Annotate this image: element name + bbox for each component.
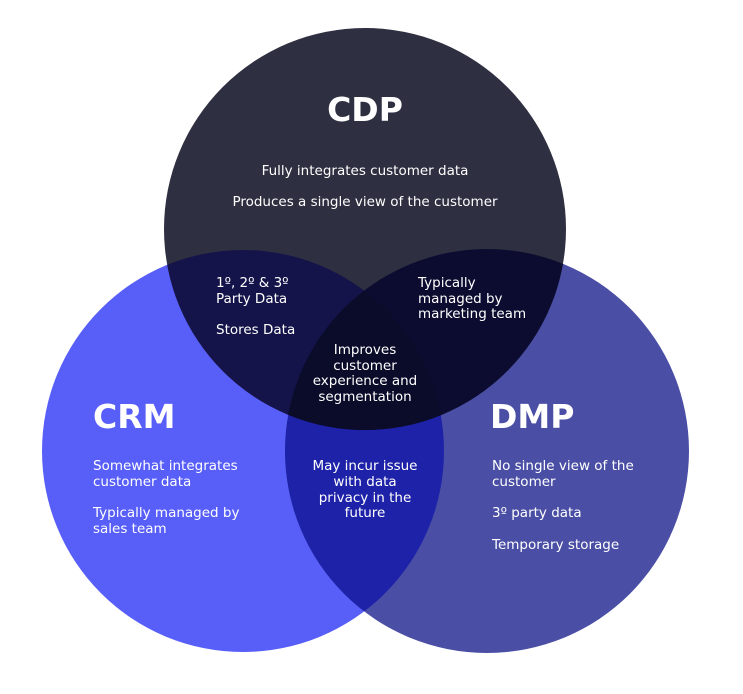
crm-line: sales team: [93, 521, 167, 537]
dmp-line: No single view of the: [492, 458, 634, 474]
cdp-title: CDP: [327, 90, 403, 129]
crm-dmp-line: with data: [333, 474, 396, 490]
crm-dmp-line: future: [345, 505, 386, 521]
cdp-dmp-line: marketing team: [418, 306, 526, 322]
crm-line: Somewhat integrates: [93, 458, 238, 474]
cdp-dmp-line: managed by: [418, 291, 503, 307]
dmp-line: 3º party data: [492, 505, 582, 521]
dmp-line: Temporary storage: [491, 537, 619, 553]
cdp-line: Fully integrates customer data: [262, 163, 469, 179]
cdp-line: Produces a single view of the customer: [232, 194, 498, 210]
crm-line: customer data: [93, 474, 191, 490]
cdp-crm-line: Stores Data: [216, 322, 295, 338]
crm-title: CRM: [93, 397, 175, 436]
cdp-crm-line: Party Data: [216, 291, 287, 307]
crm-line: Typically managed by: [92, 505, 239, 521]
all-overlap: [285, 250, 444, 430]
crm-dmp-line: privacy in the: [319, 490, 412, 506]
all-line: Improves: [334, 342, 397, 358]
all-line: segmentation: [318, 389, 411, 405]
all-line: customer: [333, 358, 397, 374]
all-line: experience and: [313, 373, 418, 389]
crm-dmp-line: May incur issue: [312, 458, 417, 474]
dmp-title: DMP: [490, 397, 574, 436]
cdp-dmp-line: Typically: [417, 275, 476, 291]
cdp-crm-line: 1º, 2º & 3º: [216, 275, 289, 291]
dmp-line: customer: [492, 474, 556, 490]
